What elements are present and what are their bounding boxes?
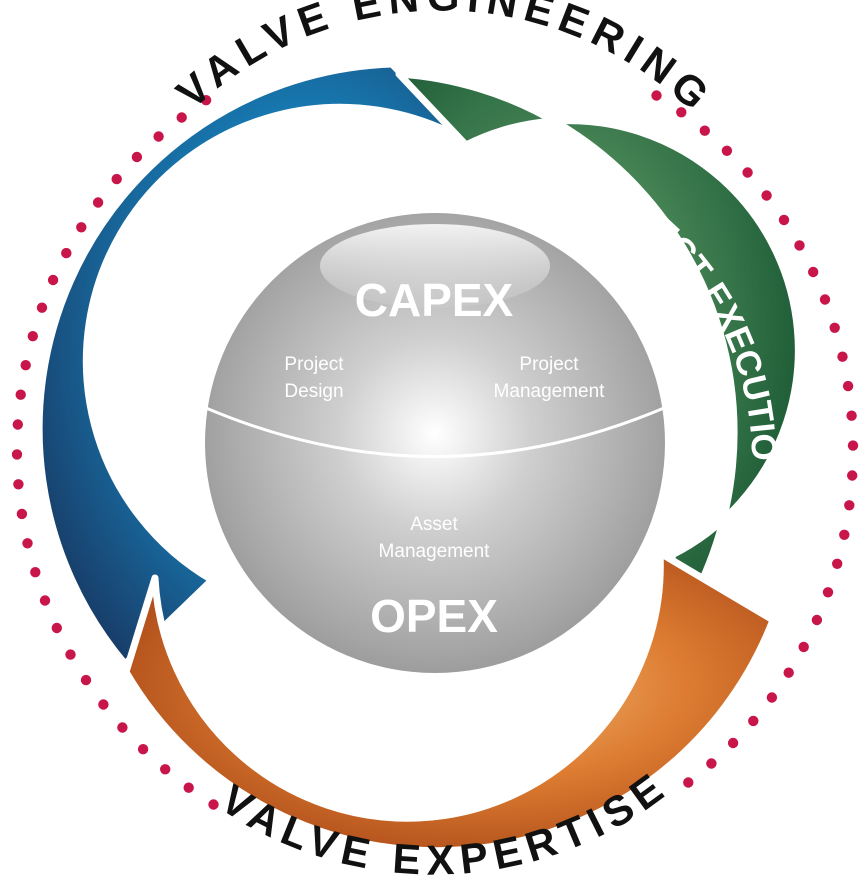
ring-dot: [12, 419, 23, 430]
ring-dot: [131, 151, 143, 163]
ring-dot: [76, 222, 87, 233]
ring-dot: [22, 538, 33, 549]
ring-dot: [721, 145, 733, 156]
asset-management-line2: Management: [379, 541, 491, 562]
ring-dot: [98, 699, 109, 710]
asset-management-line1: Asset: [410, 514, 458, 535]
ring-dot: [683, 777, 694, 788]
ring-dot: [832, 558, 843, 569]
ring-dot: [47, 274, 59, 286]
ring-dot: [706, 758, 717, 769]
ring-dot: [829, 322, 840, 333]
ring-dot: [778, 214, 790, 226]
ring-dot: [837, 351, 848, 362]
ring-dot: [200, 95, 212, 106]
ring-dot: [153, 131, 164, 142]
ring-dot: [39, 595, 51, 606]
ring-dot: [844, 500, 855, 511]
ring-dot: [16, 508, 28, 520]
front-end-load-segment: [35, 60, 472, 668]
ring-dot: [847, 470, 858, 481]
ring-dot: [176, 112, 187, 123]
services-label: SERVICES: [353, 716, 531, 771]
project-management-line1: Project: [519, 354, 579, 375]
center-sphere-body: [205, 213, 665, 673]
capex-label: CAPEX: [355, 274, 514, 326]
ring-dot: [61, 247, 72, 259]
ring-dot: [27, 331, 38, 342]
project-design-line1: Project: [284, 354, 344, 375]
ring-dot: [160, 764, 171, 775]
ring-dot: [766, 692, 778, 703]
ring-dot: [819, 294, 831, 305]
ring-dot: [811, 614, 823, 626]
ring-dot: [761, 190, 772, 201]
ring-dot: [742, 167, 753, 178]
ring-dot: [80, 674, 92, 686]
sphere-gloss: [320, 224, 550, 308]
ring-dot: [13, 479, 24, 490]
ring-dot: [798, 641, 809, 653]
ring-dot: [783, 667, 794, 678]
ring-dot: [20, 360, 31, 371]
ring-dot: [15, 389, 26, 400]
ring-dot: [65, 649, 76, 660]
dotted-ring: [11, 90, 859, 810]
ring-dot: [839, 529, 850, 540]
ring-dot: [117, 722, 128, 733]
ring-dot: [208, 799, 219, 810]
ring-dot: [794, 240, 805, 251]
ring-dot: [847, 440, 859, 451]
ring-dot: [92, 197, 104, 208]
project-management-line2: Management: [494, 381, 606, 402]
ring-dot: [808, 266, 819, 278]
ring-dot: [822, 587, 834, 598]
ring-dot: [111, 173, 122, 185]
services-segment: [122, 549, 777, 855]
project-execution-segment: [395, 70, 802, 632]
capex-opex-divider: [205, 406, 665, 458]
ring-dot: [651, 90, 662, 101]
ring-dot: [11, 449, 23, 460]
ring-dot: [748, 715, 759, 727]
ring-dot: [842, 380, 854, 392]
ring-dot: [36, 302, 48, 313]
ring-dot: [183, 782, 194, 793]
opex-label: OPEX: [370, 590, 498, 642]
ring-dot: [51, 622, 62, 634]
project-design-line2: Design: [284, 381, 343, 402]
ring-dot: [846, 410, 857, 421]
ring-dot: [676, 107, 687, 118]
ring-dot: [727, 737, 739, 749]
ring-dot: [30, 567, 41, 578]
ring-dot: [699, 125, 710, 136]
ring-dot: [137, 744, 149, 755]
